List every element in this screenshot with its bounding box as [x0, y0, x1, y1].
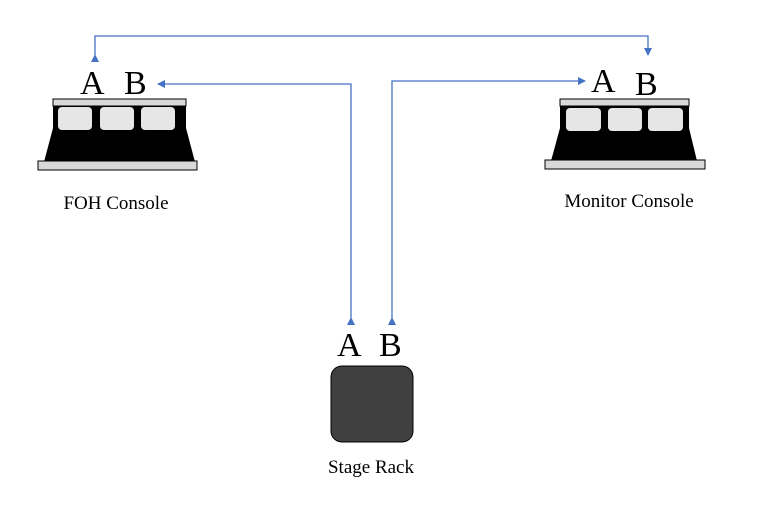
stage-port-b: B — [379, 327, 402, 364]
foh-port-b: B — [124, 65, 147, 102]
foh-console-label: FOH Console — [63, 193, 168, 214]
wire-stage-b-to-monitor-a — [388, 77, 586, 325]
monitor-console: A B Monitor Console — [544, 63, 706, 212]
monitor-console-label: Monitor Console — [564, 191, 693, 212]
monitor-port-b: B — [635, 66, 658, 103]
stage-rack: A B Stage Rack — [328, 327, 415, 478]
foh-port-a: A — [80, 65, 105, 102]
stage-port-a: A — [337, 327, 362, 364]
connections — [91, 35, 652, 325]
stage-rack-box — [330, 365, 414, 443]
console-icon — [544, 98, 706, 170]
foh-console: A B FOH Console — [37, 65, 198, 214]
wire-foh-a-to-monitor-b — [91, 35, 652, 62]
console-icon — [37, 98, 198, 171]
wire-stage-a-to-foh-b — [157, 80, 355, 325]
stage-rack-label: Stage Rack — [328, 457, 415, 478]
monitor-port-a: A — [591, 63, 616, 100]
